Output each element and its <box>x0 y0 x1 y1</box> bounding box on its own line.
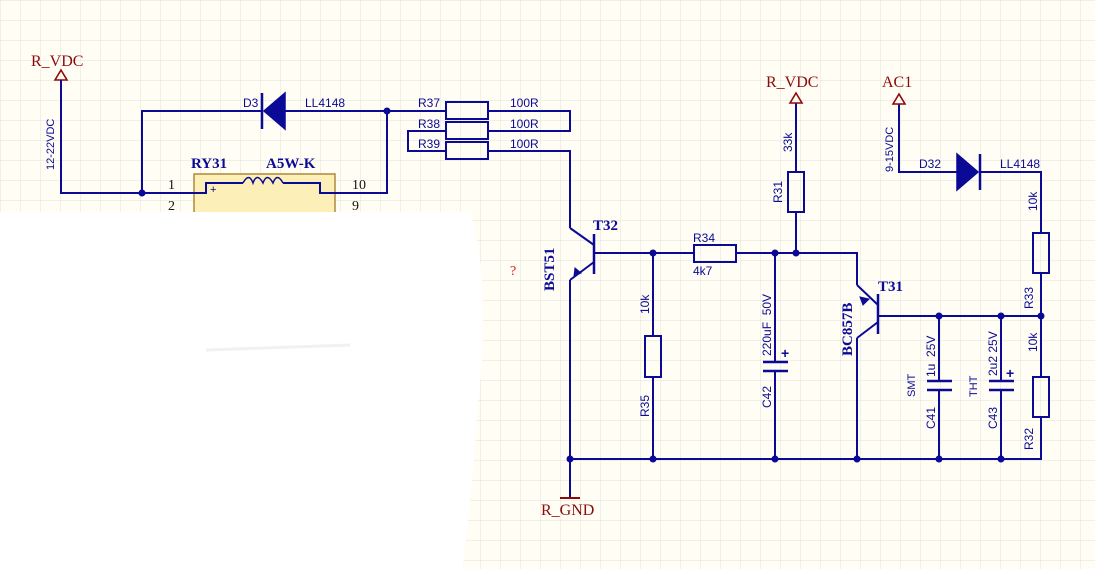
diode-d3-part: LL4148 <box>305 96 345 110</box>
resistor-r34-designator: R34 <box>693 231 715 245</box>
relay-ry31-coil-icon <box>242 176 284 186</box>
resistor-r31[interactable]: 33k R31 <box>771 132 805 213</box>
port-r-vdc-top-label: R_VDC <box>766 74 818 91</box>
diode-d32-part: LL4148 <box>1000 157 1040 171</box>
port-r-vdc-top-symbol <box>788 91 804 104</box>
relay-ry31-pin-9: 9 <box>352 199 359 214</box>
transistor-t32-designator: T32 <box>593 218 618 234</box>
resistor-r34[interactable]: R34 4k7 <box>693 231 737 278</box>
capacitor-c41-value: 1u 25V <box>924 336 938 377</box>
transistor-t32[interactable]: T32 BST51 <box>542 218 618 291</box>
transistor-t32-arrow <box>573 267 582 277</box>
resistor-r32-value: 10k <box>1026 332 1040 352</box>
transistor-t31-designator: T31 <box>878 279 903 295</box>
relay-ry31-pin-1: 1 <box>168 178 175 193</box>
capacitor-c43-tag: THT <box>968 375 980 397</box>
resistor-r39[interactable]: R39 100R <box>418 137 539 160</box>
mask-faint-line <box>205 343 351 352</box>
transistor-t31-emitter <box>856 284 879 306</box>
transistor-t31-part: BC857B <box>840 303 856 356</box>
capacitor-c42[interactable]: + 220uF 50V C42 <box>760 294 789 408</box>
port-r-gnd-label: R_GND <box>541 502 594 519</box>
resistor-r37[interactable]: R37 100R <box>418 96 539 120</box>
capacitor-c42-plus-icon: + <box>781 345 789 361</box>
port-ac1-symbol <box>891 92 907 105</box>
relay-ry31-plus-mark: + <box>210 184 216 196</box>
error-question-mark: ? <box>510 264 516 279</box>
junctions-main <box>566 249 1045 463</box>
resistor-r39-value: 100R <box>510 137 539 151</box>
resistor-r35-designator: R35 <box>638 395 652 417</box>
capacitor-c41-designator: C41 <box>924 407 938 429</box>
wires-main <box>569 103 1042 498</box>
resistor-r35-value: 10k <box>638 294 652 314</box>
relay-ry31[interactable]: + RY31 A5W-K 1 2 10 9 <box>168 156 366 215</box>
transistor-t31[interactable]: T31 BC857B <box>840 279 903 356</box>
wires-left <box>60 80 571 228</box>
transistor-t31-arrow <box>859 296 870 306</box>
resistor-r37-value: 100R <box>510 96 539 110</box>
resistor-r38-body <box>445 121 489 140</box>
resistor-r38[interactable]: R38 100R <box>418 117 539 140</box>
transistor-t31-collector <box>856 321 879 339</box>
port-r-vdc-top[interactable]: R_VDC <box>766 74 818 104</box>
resistor-r38-value: 100R <box>510 117 539 131</box>
resistor-r31-body <box>787 171 805 213</box>
resistor-r32-body <box>1032 376 1050 418</box>
junction-left-1 <box>138 189 146 197</box>
resistor-r31-designator: R31 <box>771 181 785 203</box>
resistor-r35[interactable]: 10k R35 <box>638 294 662 417</box>
resistor-r39-designator: R39 <box>418 137 440 151</box>
resistor-r35-body <box>644 335 662 378</box>
resistor-r37-designator: R37 <box>418 96 440 110</box>
transistor-t32-part: BST51 <box>542 248 558 291</box>
transistor-t32-emitter <box>569 261 595 281</box>
net-label-9-15vdc: 9-15VDC <box>884 127 896 172</box>
capacitor-c43-designator: C43 <box>986 407 1000 429</box>
capacitor-c41[interactable]: 1u 25V SMT C41 <box>906 336 952 429</box>
resistor-r34-value: 4k7 <box>693 264 713 278</box>
capacitor-c43-value: 2u2 25V <box>986 331 1000 376</box>
diode-d32-designator: D32 <box>919 157 941 171</box>
resistor-r32-designator: R32 <box>1022 428 1036 450</box>
relay-ry31-pin-10: 10 <box>352 178 366 193</box>
capacitor-c41-tag: SMT <box>906 374 918 398</box>
resistor-r37-body <box>445 101 489 120</box>
port-r-gnd[interactable]: R_GND <box>541 497 594 519</box>
diode-d32[interactable]: D32 LL4148 <box>919 152 1040 192</box>
resistor-r39-body <box>445 141 489 160</box>
relay-ry31-coil-wire-left <box>193 182 243 194</box>
resistor-r31-value: 33k <box>781 132 795 152</box>
diode-d3[interactable]: D3 LL4148 <box>243 91 345 131</box>
relay-ry31-designator: RY31 <box>191 156 227 172</box>
diode-d3-body <box>262 91 286 131</box>
relay-ry31-coil-wire-right <box>283 182 336 194</box>
diode-d32-body <box>956 152 980 192</box>
relay-ry31-pin-2: 2 <box>168 199 175 214</box>
transistor-t32-collector <box>569 227 595 246</box>
resistor-r34-body <box>693 244 737 263</box>
relay-ry31-part: A5W-K <box>266 156 316 172</box>
resistor-r38-designator: R38 <box>418 117 440 131</box>
port-ac1-label: AC1 <box>882 74 912 91</box>
resistor-r33-designator: R33 <box>1022 287 1036 309</box>
junction-left-2 <box>383 107 391 115</box>
resistor-r33[interactable]: 10k R33 <box>1022 191 1050 309</box>
resistor-r33-value: 10k <box>1026 191 1040 211</box>
port-ac1[interactable]: AC1 <box>882 74 912 105</box>
resistor-r32[interactable]: 10k R32 <box>1022 332 1050 450</box>
port-r-vdc-left-label: R_VDC <box>31 53 83 70</box>
capacitor-c42-value: 220uF 50V <box>760 294 774 356</box>
capacitor-c43-plus-icon: + <box>1006 365 1014 381</box>
capacitor-c42-designator: C42 <box>760 386 774 408</box>
capacitor-c43[interactable]: + 2u2 25V THT C43 <box>968 331 1014 429</box>
net-label-12-22vdc: 12-22VDC <box>45 119 57 170</box>
white-mask-region <box>0 212 484 569</box>
resistor-r33-body <box>1032 232 1050 274</box>
diode-d3-designator: D3 <box>243 96 259 110</box>
